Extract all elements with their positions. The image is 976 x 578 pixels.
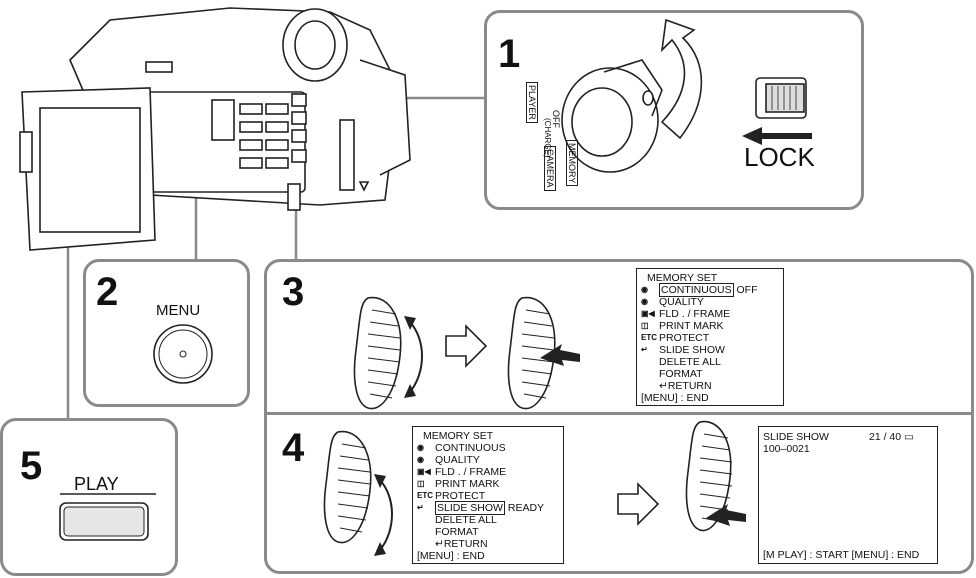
menu-item: ◉QUALITY xyxy=(417,454,480,466)
step-divider xyxy=(266,412,972,415)
menu-item: ↵SLIDE SHOW xyxy=(641,344,725,356)
menu-item: ▣◀FLD . / FRAME xyxy=(641,308,731,320)
return-icon: ↵ xyxy=(435,538,444,550)
dial-label-off: OFF xyxy=(551,110,561,128)
step-3-number: 3 xyxy=(282,270,305,314)
step-5-number: 5 xyxy=(20,444,43,488)
camera-icon: ◉ xyxy=(417,443,424,452)
etc-icon: ETC xyxy=(417,491,433,500)
slide-show-screen: SLIDE SHOW 21 / 40 ▭ 100–0021 [M PLAY] :… xyxy=(758,426,938,564)
menu-item: ▣◀FLD . / FRAME xyxy=(417,466,507,478)
step-1-number: 1 xyxy=(498,32,521,76)
menu-item: DELETE ALL xyxy=(659,356,721,368)
menu-item: ↵RETURN xyxy=(659,380,712,392)
slide-show-title: SLIDE SHOW xyxy=(763,431,829,443)
menu-end: [MENU] : END xyxy=(641,392,709,404)
file-number: 100–0021 xyxy=(763,443,810,455)
memory-card-icon: ▭ xyxy=(904,431,914,443)
menu-item: ↵SLIDE SHOW READY xyxy=(417,501,545,515)
slide-counter: 21 / 40 ▭ xyxy=(869,431,914,443)
menu-item: FORMAT xyxy=(435,526,479,538)
menu-title: MEMORY SET xyxy=(647,272,718,284)
menu-item: ↵RETURN xyxy=(435,538,488,550)
camera-icon: ◉ xyxy=(641,285,648,294)
return-icon: ↵ xyxy=(417,503,424,512)
step-1-panel xyxy=(484,10,864,210)
dial-label-player: PLAYER xyxy=(526,82,538,123)
step-5-panel xyxy=(0,418,178,576)
slide-show-footer: [M PLAY] : START [MENU] : END xyxy=(763,549,920,561)
menu-button-label: MENU xyxy=(156,302,201,319)
step-4-number: 4 xyxy=(282,426,305,470)
memory-set-menu-step4: MEMORY SET ◉CONTINUOUS ◉QUALITY ▣◀FLD . … xyxy=(412,426,564,564)
etc-icon: ETC xyxy=(641,333,657,342)
printer-icon: ◫ xyxy=(417,479,425,488)
step-2-number: 2 xyxy=(96,270,119,314)
menu-title: MEMORY SET xyxy=(423,430,494,442)
dial-label-memory: MEMORY xyxy=(566,140,578,187)
camera-icon: ◉ xyxy=(417,455,424,464)
camera-icon: ◉ xyxy=(641,297,648,306)
menu-item: ◉QUALITY xyxy=(641,296,704,308)
dial-label-camera: CAMERA xyxy=(544,146,556,191)
return-icon: ↵ xyxy=(659,380,668,392)
menu-item: ◉CONTINUOUS OFF xyxy=(641,283,758,297)
printer-icon: ◫ xyxy=(641,321,649,330)
menu-item: DELETE ALL xyxy=(435,514,497,526)
menu-item: ◫PRINT MARK xyxy=(641,320,724,332)
menu-item: ◉CONTINUOUS xyxy=(417,442,506,454)
lock-label: LOCK xyxy=(744,142,815,172)
menu-item: FORMAT xyxy=(659,368,703,380)
menu-item: ◫PRINT MARK xyxy=(417,478,500,490)
tape-icon: ▣◀ xyxy=(641,309,655,318)
return-icon: ↵ xyxy=(641,345,648,354)
play-button-label: PLAY xyxy=(74,474,119,494)
memory-set-menu-step3: MEMORY SET ◉CONTINUOUS OFF ◉QUALITY ▣◀FL… xyxy=(636,268,784,406)
tape-icon: ▣◀ xyxy=(417,467,431,476)
menu-end: [MENU] : END xyxy=(417,550,485,562)
